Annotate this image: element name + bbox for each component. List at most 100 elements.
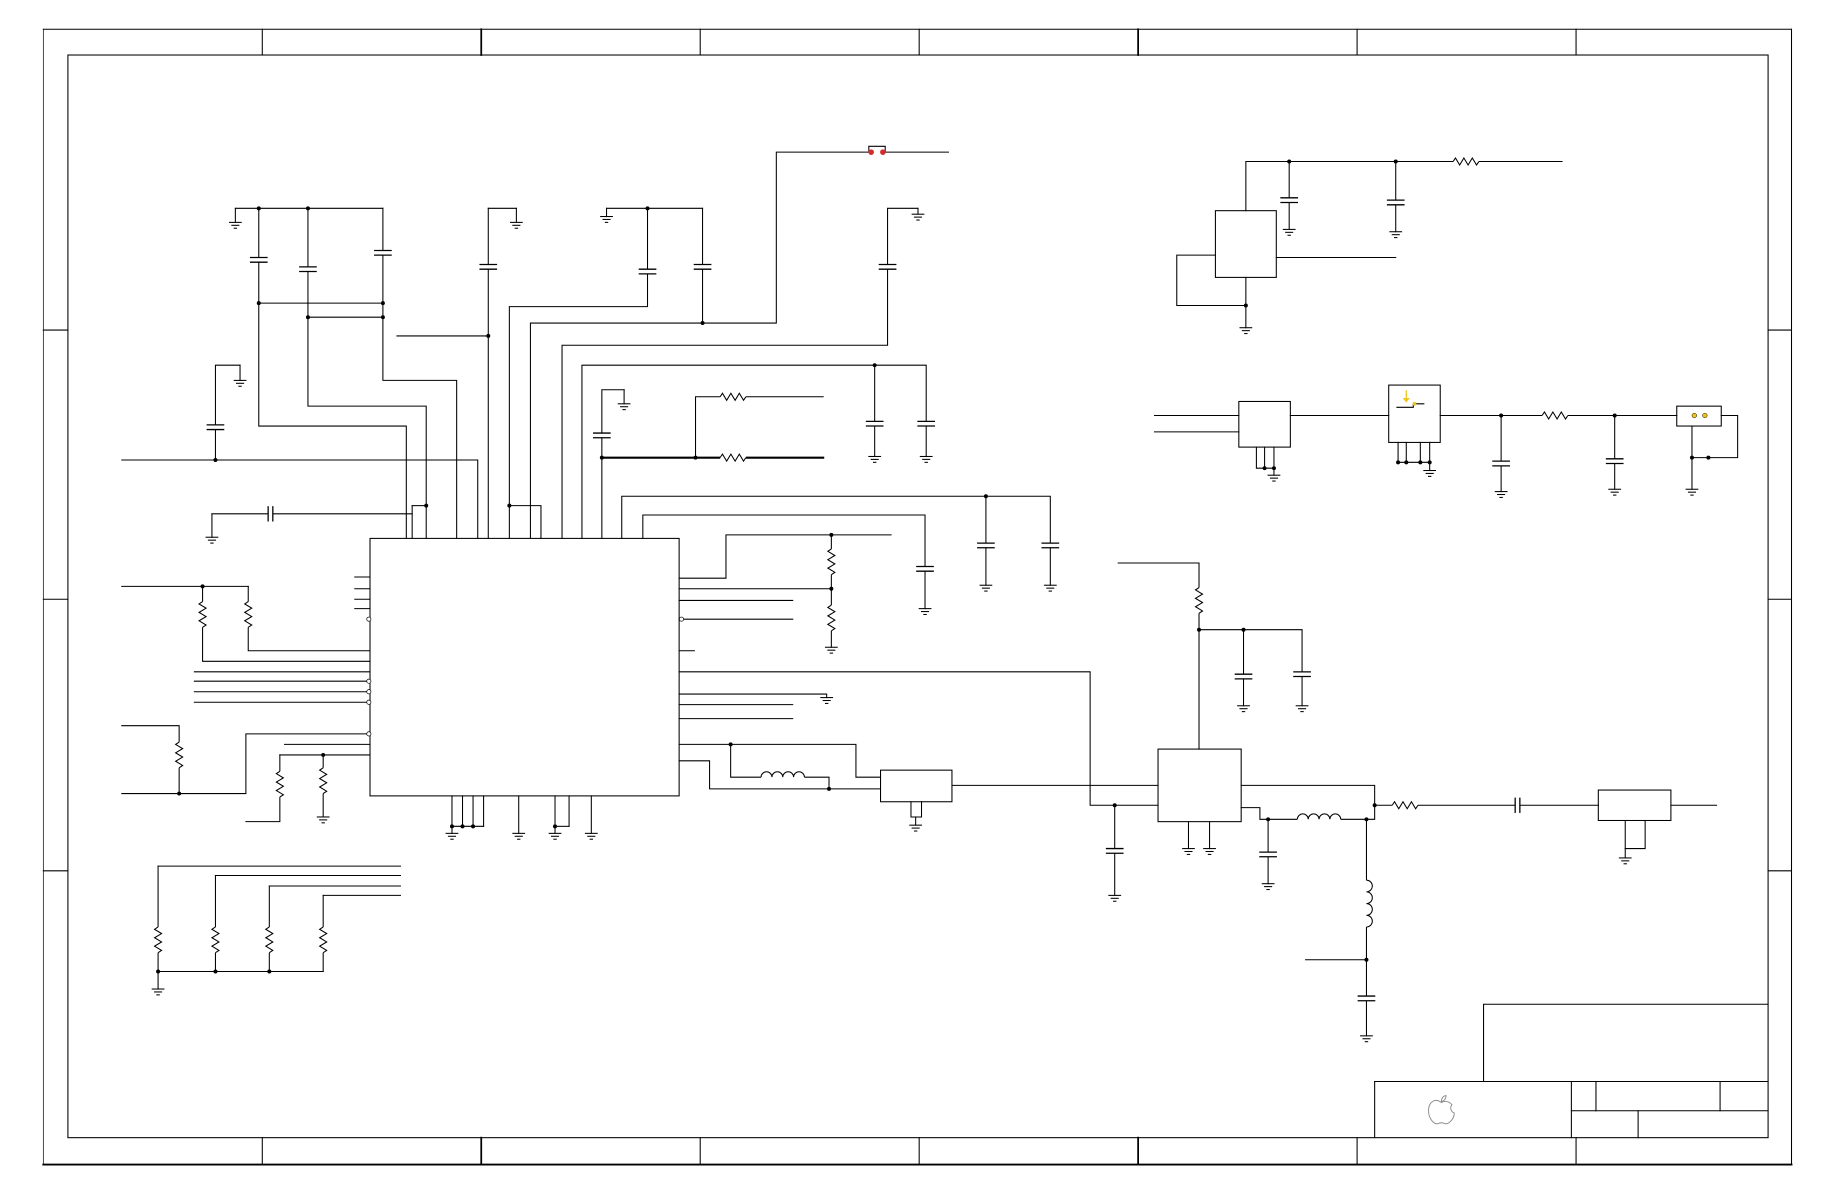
symbol-mask	[1492, 461, 1510, 466]
resistor	[719, 392, 747, 402]
junction-dot	[380, 301, 385, 306]
junction-dot	[1612, 413, 1617, 418]
resistor	[153, 926, 163, 954]
resistor-zigzag	[1541, 410, 1569, 421]
symbol-mask	[1106, 848, 1123, 854]
symbol-mask	[250, 257, 267, 263]
secondary-ic-block	[1157, 748, 1242, 823]
ground-symbol	[824, 646, 838, 654]
junction-dot	[1271, 466, 1276, 471]
regulator-block	[1214, 210, 1277, 278]
ground-symbol	[919, 455, 933, 463]
ground-symbol	[228, 207, 242, 229]
resistor	[197, 601, 208, 628]
ground-symbol	[979, 584, 993, 592]
inductor	[1296, 813, 1342, 821]
junction-dot	[305, 315, 310, 320]
resistor-zigzag	[264, 926, 274, 954]
resistor	[318, 926, 328, 954]
ground-symbol	[1295, 705, 1309, 713]
capacitor	[267, 505, 274, 523]
junction-dot	[267, 969, 272, 974]
wire	[730, 743, 830, 790]
symbol-mask	[1042, 543, 1059, 548]
ground-symbol	[617, 389, 631, 411]
ground-symbol	[1282, 228, 1296, 236]
junction-dot	[305, 206, 310, 211]
wire	[642, 514, 926, 610]
junction-dot	[1396, 460, 1401, 465]
ground-symbol	[1237, 705, 1250, 713]
title-block-line	[1483, 1003, 1769, 1083]
wire	[910, 801, 923, 818]
resistor-zigzag	[243, 601, 253, 628]
pin-marker	[366, 731, 372, 737]
capacitor	[916, 565, 934, 572]
symbol-mask	[1235, 674, 1252, 679]
main-ic-block	[369, 537, 680, 797]
ground-symbol	[1239, 327, 1253, 335]
wire	[868, 145, 886, 153]
symbol-mask	[916, 566, 934, 572]
junction-dot	[1689, 455, 1694, 460]
symbol-mask	[694, 264, 711, 270]
junction-dot	[256, 206, 261, 211]
resistor	[275, 770, 285, 798]
wire	[508, 505, 542, 539]
ground-symbol	[1203, 848, 1216, 855]
ground-symbol	[548, 832, 562, 840]
test-point-block	[1676, 405, 1722, 427]
symbol-mask	[480, 264, 497, 270]
inductor	[760, 771, 805, 779]
capacitor	[1386, 199, 1405, 206]
capacitor	[1234, 673, 1253, 680]
symbol-mask	[866, 421, 883, 427]
symbol-mask	[1280, 197, 1298, 203]
ground-symbol	[1360, 1035, 1373, 1043]
jumper-pad-red	[868, 149, 874, 155]
junction-dot	[1418, 460, 1423, 465]
resistor-zigzag	[719, 392, 747, 402]
resistor	[243, 601, 253, 628]
filter-block	[1238, 400, 1291, 448]
wire	[678, 693, 828, 699]
resistor	[264, 926, 274, 954]
wire	[1198, 629, 1303, 707]
symbol-mask	[977, 543, 995, 548]
junction-dot	[983, 494, 988, 499]
junction-dot	[1112, 803, 1117, 808]
wire	[247, 585, 371, 652]
ground-symbol	[205, 513, 219, 544]
ground-symbol	[1618, 857, 1632, 865]
ground-symbol	[445, 832, 459, 840]
wire	[1396, 403, 1425, 408]
ground-symbol	[233, 364, 247, 387]
wire	[214, 364, 241, 461]
symbol-mask	[639, 269, 656, 274]
ground-symbol	[1494, 491, 1508, 498]
wire	[1240, 804, 1376, 820]
wire	[1117, 562, 1200, 750]
ground-symbol	[909, 824, 923, 832]
switch-block	[1388, 384, 1441, 443]
capacitor	[374, 249, 392, 256]
drawing-frame	[42, 28, 1793, 1166]
capacitor	[593, 432, 611, 439]
junction-dot	[553, 824, 558, 829]
wire	[601, 389, 625, 539]
junction-dot	[1393, 159, 1398, 164]
ground-symbol	[512, 832, 526, 840]
junction-dot	[872, 363, 877, 368]
junction-dot	[256, 301, 261, 306]
junction-dot	[471, 824, 476, 829]
wire-net	[121, 145, 1739, 1037]
junction-dot	[1243, 303, 1248, 308]
wire	[121, 459, 479, 539]
inductor-coil	[1296, 813, 1342, 820]
ground-symbol	[911, 207, 925, 221]
junction-dots	[156, 149, 1711, 974]
capacitor	[249, 256, 268, 263]
resistor-zigzag	[198, 601, 208, 628]
capacitor	[865, 420, 884, 427]
junction-dot	[1499, 413, 1504, 418]
